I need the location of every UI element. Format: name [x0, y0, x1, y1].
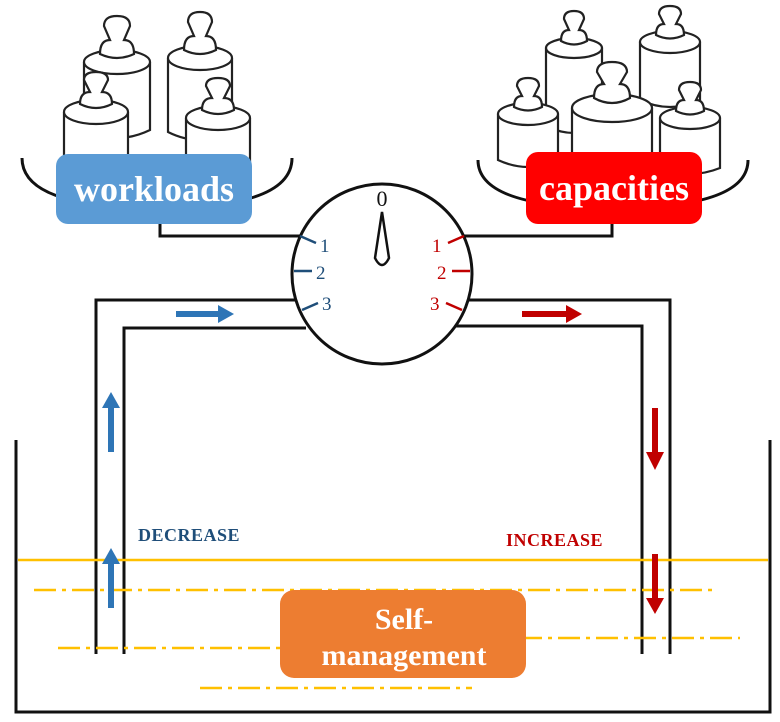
gauge-left-tick	[299, 234, 317, 245]
capacities-text: capacities	[539, 168, 689, 208]
right-pipe-inner	[456, 324, 644, 654]
right-pipe-outer	[458, 298, 672, 654]
pipe-loop	[94, 298, 672, 654]
left-pipe-inner	[122, 326, 306, 654]
arrow-right-icon	[522, 305, 582, 323]
red-flow-arrows	[522, 305, 664, 614]
gauge-dial	[290, 182, 474, 366]
self-management-text-line1: Self-	[375, 603, 433, 636]
arrow-down-icon	[646, 554, 664, 614]
self-management-label: Self- management	[280, 590, 526, 678]
decrease-label: DECREASE	[138, 525, 240, 545]
gauge-left-label-3: 3	[322, 294, 332, 315]
arrow-right-icon	[176, 305, 234, 323]
self-management-box	[280, 590, 526, 678]
gauge-right-label-2: 2	[437, 263, 447, 284]
arrow-up-icon	[102, 392, 120, 452]
gauge-right-tick	[447, 234, 465, 245]
gauge-left-tick	[301, 301, 319, 312]
blue-flow-arrows	[102, 305, 234, 608]
left-pipe-outer	[94, 298, 300, 654]
workloads-text: workloads	[74, 169, 234, 209]
increase-label: INCREASE	[506, 530, 603, 550]
balance-gauge: 0 1 2 3 1 2 3	[290, 182, 474, 366]
gauge-needle	[373, 211, 391, 267]
self-management-text-line2: management	[322, 639, 487, 672]
gauge-right-tick	[445, 301, 463, 312]
arrow-up-icon	[102, 548, 120, 608]
workloads-box	[56, 154, 252, 224]
water-level-lines	[18, 558, 768, 690]
capacities-box	[526, 152, 702, 224]
gauge-zero-label: 0	[377, 186, 388, 211]
gauge-left-label-1: 1	[320, 236, 330, 257]
reservoir-container	[14, 440, 772, 714]
capacity-weights	[496, 4, 722, 178]
capacities-label: capacities	[526, 152, 702, 224]
gauge-right-label-3: 3	[430, 294, 440, 315]
workloads-label: workloads	[56, 154, 252, 224]
arrow-down-icon	[646, 408, 664, 470]
gauge-left-label-2: 2	[316, 263, 326, 284]
gauge-right-label-1: 1	[432, 236, 442, 257]
